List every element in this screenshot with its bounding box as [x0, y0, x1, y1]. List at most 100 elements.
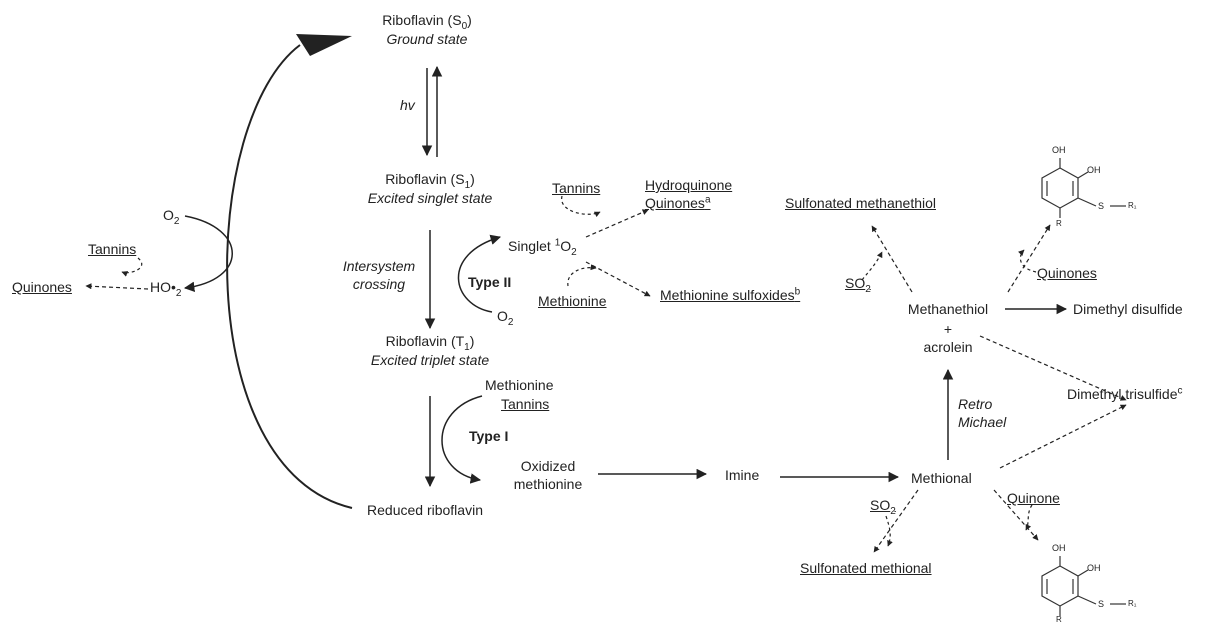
- s1-subscript: 1: [464, 179, 471, 191]
- so2-up-curve: [861, 251, 883, 281]
- tannins-left-curve: [121, 257, 143, 277]
- quinones-a-sup: a: [704, 194, 711, 206]
- sulfonated-methanethiol-label: Sulfonated methanethiol: [785, 195, 936, 211]
- methanethiol-label: Methanethiol: [907, 301, 989, 317]
- dimethyl-trisulfide-sup: c: [1177, 385, 1183, 397]
- ho2-sub: 2: [175, 287, 182, 299]
- singlet-sub: 2: [571, 246, 577, 258]
- riboflavin-s0-title: Riboflavin (S0): [357, 12, 497, 32]
- so2-up-sub: 2: [865, 283, 871, 295]
- upper-r-label: R: [1056, 219, 1062, 228]
- ground-state-label: Ground state: [386, 31, 468, 47]
- oxidized-label-line1: Oxidized: [520, 458, 576, 474]
- quinones-right-label: Quinones: [1037, 265, 1097, 281]
- dimethyl-trisulfide-label: Dimethyl trisulfidec: [1067, 386, 1182, 403]
- singlet-o: O: [560, 238, 572, 254]
- ho2-label: HO•2: [150, 279, 182, 299]
- t1-subscript: 1: [464, 341, 470, 353]
- reduced-riboflavin-label: Reduced riboflavin: [367, 502, 483, 518]
- hydroquinone-label: Hydroquinone: [645, 177, 733, 193]
- t1-title-text: Riboflavin (T: [385, 333, 465, 349]
- methional-label: Methional: [911, 470, 972, 486]
- quinones-a-label: Quinonesa: [645, 195, 711, 212]
- ho2-text: HO•: [150, 279, 176, 295]
- lower-r1-label: R₁: [1128, 599, 1137, 608]
- methionine-mid-curve: [567, 264, 597, 287]
- dimethyl-trisulfide-text: Dimethyl trisulfide: [1067, 386, 1178, 402]
- type1-label: Type I: [469, 428, 509, 444]
- so2-low-sub: 2: [890, 505, 896, 517]
- excited-triplet-label: Excited triplet state: [370, 352, 490, 368]
- singlet-sup: 1: [554, 237, 561, 249]
- singlet-prefix: Singlet: [508, 238, 555, 254]
- type2-curve: [457, 234, 502, 313]
- retro-label-line2: Michael: [958, 414, 1007, 430]
- singlet-to-sulfoxides-arrow: [585, 261, 651, 297]
- so2-low-label: SO2: [870, 497, 896, 517]
- dimethyl-disulfide-label: Dimethyl disulfide: [1073, 301, 1183, 317]
- o2-to-ho2-curve: [183, 215, 233, 293]
- s1-title-text: Riboflavin (S: [385, 171, 465, 187]
- o2-mid-label: O2: [497, 308, 514, 328]
- to-upper-structure-arrow: [1007, 224, 1051, 293]
- upper-r1-label: R₁: [1128, 201, 1137, 210]
- regeneration-arc: [226, 44, 353, 509]
- methionine-sulfoxides-text: Methionine sulfoxides: [660, 287, 795, 303]
- quinone-low-label: Quinone: [1007, 490, 1060, 506]
- lower-oh2-label: OH: [1087, 563, 1101, 573]
- to-trisulfide-from-methanethiol-arrow: [979, 335, 1127, 401]
- o2-mid-sub: 2: [507, 316, 514, 328]
- so2-up-label: SO2: [845, 275, 871, 295]
- oxidized-label-line2: methionine: [513, 476, 583, 492]
- isc-label-line1: Intersystem: [342, 258, 416, 274]
- tannins-mid-curve: [561, 195, 601, 218]
- lower-r-label: R: [1056, 615, 1062, 624]
- excited-singlet-label: Excited singlet state: [367, 190, 493, 206]
- quinone-low-curve: [1025, 504, 1033, 531]
- methionine-t1-label: Methionine: [485, 377, 554, 393]
- quinones-a-text: Quinones: [645, 195, 705, 211]
- riboflavin-t1-title: Riboflavin (T1): [350, 333, 510, 353]
- t1-close: ): [469, 333, 475, 349]
- singlet-oxygen-label: Singlet 1O2: [508, 237, 577, 258]
- upper-oh2-label: OH: [1087, 165, 1101, 175]
- type2-label: Type II: [468, 274, 512, 290]
- so2-low-curve: [885, 515, 893, 547]
- s0-subscript: 0: [461, 20, 468, 32]
- o2-left-text: O: [163, 207, 174, 223]
- upper-catechol-structure: [1041, 158, 1126, 218]
- methionine-sulfoxides-sup: b: [794, 286, 801, 298]
- to-sulfonated-methional-arrow: [873, 489, 919, 553]
- to-trisulfide-from-methional-arrow: [999, 404, 1127, 469]
- lower-catechol-structure: [1041, 556, 1126, 616]
- isc-label-line2: crossing: [352, 276, 406, 292]
- type1-curve: [441, 395, 483, 484]
- methionine-mid-label: Methionine: [538, 293, 607, 309]
- o2-left-sub: 2: [173, 215, 180, 227]
- quinones-left-label: Quinones: [12, 279, 72, 295]
- tannins-left-label: Tannins: [88, 241, 137, 257]
- lower-oh1-label: OH: [1052, 543, 1066, 553]
- hv-label: hv: [400, 97, 415, 113]
- sulfonated-methional-label: Sulfonated methional: [800, 560, 932, 576]
- upper-oh1-label: OH: [1052, 145, 1066, 155]
- s1-close: ): [470, 171, 475, 187]
- o2-left-label: O2: [163, 207, 180, 227]
- o2-mid-text: O: [497, 308, 508, 324]
- imine-label: Imine: [725, 467, 760, 483]
- riboflavin-s1-title: Riboflavin (S1): [350, 171, 510, 191]
- tannins-t1-label: Tannins: [501, 396, 550, 412]
- plus-label: +: [943, 321, 953, 337]
- lower-s-label: S: [1098, 599, 1105, 609]
- acrolein-label: acrolein: [923, 339, 973, 355]
- s0-title-text: Riboflavin (S: [382, 12, 462, 28]
- tannins-mid-label: Tannins: [552, 180, 601, 196]
- ho2-to-quinones-arrow: [85, 283, 149, 290]
- upper-s-label: S: [1098, 201, 1105, 211]
- regeneration-arrowhead: [296, 34, 352, 56]
- s0-close: ): [467, 12, 472, 28]
- methionine-sulfoxides-label: Methionine sulfoxidesb: [660, 287, 800, 304]
- so2-low-text: SO: [870, 497, 891, 513]
- quinones-right-curve: [1018, 249, 1037, 273]
